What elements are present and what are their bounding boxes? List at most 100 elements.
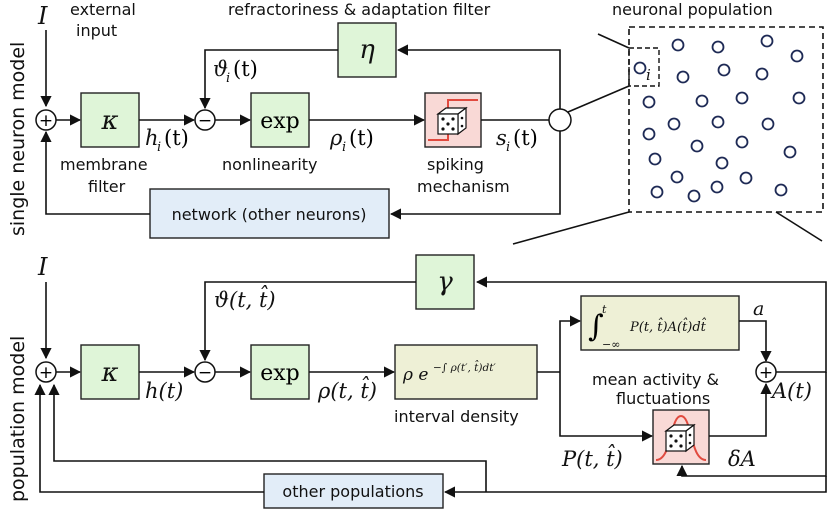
pop-theta-label: ϑ(t, t̂) xyxy=(214,285,276,312)
neuron-dot xyxy=(633,61,647,75)
network-to-sum xyxy=(40,130,150,215)
single-rho-label: ρ i (t) xyxy=(329,126,374,155)
neuron-dot xyxy=(650,185,664,199)
neuron-dot xyxy=(774,183,788,197)
mean-to-sum xyxy=(739,320,772,363)
single-s-args: (t) xyxy=(513,126,538,150)
population-diagram: I + κ h(t) − exp ρ(t, t̂) ρ e −∫ ρ(t′, t… xyxy=(34,253,827,509)
selected-neuron-frame xyxy=(628,47,660,87)
single-output-node xyxy=(548,108,572,132)
single-kappa-box xyxy=(80,92,140,148)
pop-output-sum-symbol: + xyxy=(759,363,773,383)
pop-exp-box xyxy=(250,344,310,400)
neuron-dot xyxy=(690,139,704,153)
neuron-dot xyxy=(760,34,774,48)
pop-kappa-symbol: κ xyxy=(100,358,118,388)
single-minus-symbol: − xyxy=(198,111,212,131)
membrane-label: membrane xyxy=(60,155,148,174)
mean-activity-label-2: fluctuations xyxy=(616,389,710,408)
single-dice-icon xyxy=(436,106,468,136)
single-s-sub: i xyxy=(506,140,510,155)
pop-minus-symbol: − xyxy=(198,363,212,383)
neuron-dot xyxy=(667,117,681,131)
network-label: network (other neurons) xyxy=(172,205,367,224)
single-eta-to-minus xyxy=(199,49,338,110)
neuron-dot xyxy=(711,40,725,54)
interval-density-box xyxy=(394,344,538,400)
neuron-dot xyxy=(676,70,690,84)
external-input-label-1: external xyxy=(70,0,136,19)
other-populations-label: other populations xyxy=(282,482,423,501)
fluct-to-sum xyxy=(709,382,772,437)
neuron-dot xyxy=(717,63,731,77)
single-theta-label: ϑ i (t) xyxy=(213,57,258,86)
mean-activity-box xyxy=(580,295,740,351)
interval-density-formula: ρ e xyxy=(402,365,428,385)
network-box xyxy=(149,188,390,239)
single-h-symbol: h xyxy=(145,126,159,150)
zoom-line-bottom xyxy=(567,85,630,113)
side-label-population: population model xyxy=(7,336,29,502)
nonlinearity-label: nonlinearity xyxy=(222,155,318,174)
pop-output-to-gamma xyxy=(475,276,827,373)
interval-density-label: interval density xyxy=(394,407,519,426)
pop-sum-symbol: + xyxy=(39,363,53,383)
single-theta-sub: i xyxy=(226,71,230,86)
neuron-dot xyxy=(687,189,701,203)
single-h-args: (t) xyxy=(164,126,189,150)
pop-A-label: A(t) xyxy=(770,379,812,403)
neuron-dot xyxy=(735,91,749,105)
single-rho-symbol: ρ xyxy=(329,126,343,150)
single-eta-symbol: η xyxy=(359,35,375,65)
single-theta-args: (t) xyxy=(233,57,258,81)
pop-rho-label: ρ(t, t̂) xyxy=(317,376,377,403)
neuron-dot xyxy=(783,145,797,159)
single-neuron-diagram: I external input + κ membrane filter h i… xyxy=(35,0,572,239)
pop-output-to-other xyxy=(443,476,827,498)
neuron-dot xyxy=(671,38,685,52)
neuron-dot xyxy=(792,91,806,105)
pop-h-label: h(t) xyxy=(145,379,183,403)
single-sum-symbol: + xyxy=(39,111,53,131)
selected-neuron-index: i xyxy=(646,66,651,84)
neuron-dot xyxy=(710,180,724,194)
pop-dice-icon xyxy=(664,423,696,453)
external-input-label-2: input xyxy=(76,21,117,40)
other-populations-box xyxy=(263,473,444,509)
single-theta-symbol: ϑ xyxy=(213,57,228,81)
single-exp-box xyxy=(250,92,310,148)
single-kappa-symbol: κ xyxy=(100,106,118,136)
refractoriness-title: refractoriness & adaptation filter xyxy=(228,0,491,19)
pop-to-mean-box xyxy=(559,315,582,372)
neuronal-population-title: neuronal population xyxy=(612,0,773,19)
mean-activity-label-1: mean activity & xyxy=(592,370,719,389)
neuron-dot xyxy=(735,135,749,149)
single-eta-box xyxy=(337,22,397,78)
single-h-sub: i xyxy=(157,140,161,155)
neuron-dot xyxy=(739,171,753,185)
pop-gamma-symbol: γ xyxy=(437,267,453,297)
pop-output-to-fluct xyxy=(676,372,827,477)
neuron-dot xyxy=(711,115,725,129)
single-input-symbol: I xyxy=(37,2,48,30)
pop-a-label: a xyxy=(753,298,764,320)
neuronal-population-panel: neuronal population i xyxy=(512,0,824,245)
mean-formula: P(t, t̂)A(t̂)dt̂ xyxy=(629,317,707,335)
single-rho-args: (t) xyxy=(349,126,374,150)
side-label-single-neuron: single neuron model xyxy=(7,42,29,236)
zoom-line-right xyxy=(775,211,823,242)
zoom-line-left xyxy=(512,211,630,245)
neuron-dots xyxy=(633,34,806,203)
single-s-symbol: s xyxy=(496,126,507,150)
pop-input-symbol: I xyxy=(37,253,48,281)
neuron-dot xyxy=(695,94,709,108)
neuron-dot xyxy=(755,67,769,81)
mean-upper-limit: t xyxy=(602,303,607,316)
mean-lower-limit: −∞ xyxy=(602,338,620,351)
spiking-label: spiking xyxy=(427,155,484,174)
filter-label: filter xyxy=(88,177,126,196)
other-populations-to-sum xyxy=(34,383,264,493)
pop-deltaA-label: δA xyxy=(728,447,756,471)
single-exp-label: exp xyxy=(260,109,300,134)
mechanism-label: mechanism xyxy=(417,177,510,196)
